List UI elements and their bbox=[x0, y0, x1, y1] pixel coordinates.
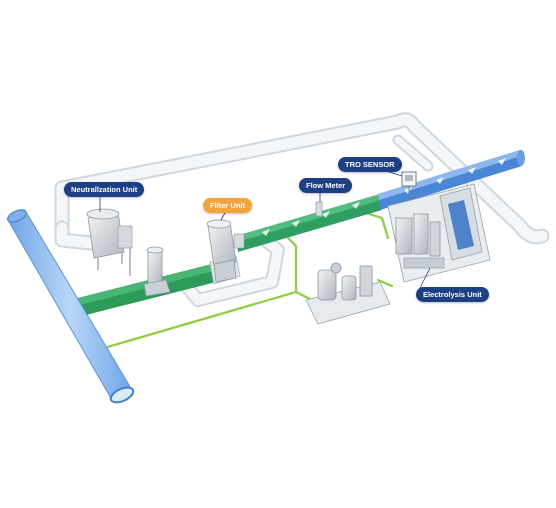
flow-arrows bbox=[262, 158, 506, 236]
return-pipe-loop bbox=[54, 112, 550, 252]
pump-machine bbox=[143, 246, 171, 297]
label-filter-unit: Filter Unit bbox=[203, 198, 252, 213]
label-electrolysis-unit: Electrolysis Unit bbox=[416, 287, 489, 302]
filter-bypass-loop bbox=[179, 231, 285, 307]
label-flow-meter: Flow Meter bbox=[299, 178, 353, 193]
filter-unit-machine bbox=[206, 219, 245, 283]
tro-sensor-device bbox=[401, 171, 417, 196]
seawater-tube bbox=[7, 209, 135, 404]
flow-meter-body bbox=[315, 201, 323, 217]
label-neutralization-unit: Neutrallzation Unit bbox=[64, 182, 145, 197]
label-tro-sensor: TRO SENSOR bbox=[338, 157, 402, 172]
treatment-skid-machine bbox=[305, 262, 391, 325]
neutralization-unit-machine bbox=[86, 208, 133, 276]
electrolysis-unit-machine bbox=[387, 183, 491, 283]
discharge-pipe bbox=[236, 150, 525, 252]
